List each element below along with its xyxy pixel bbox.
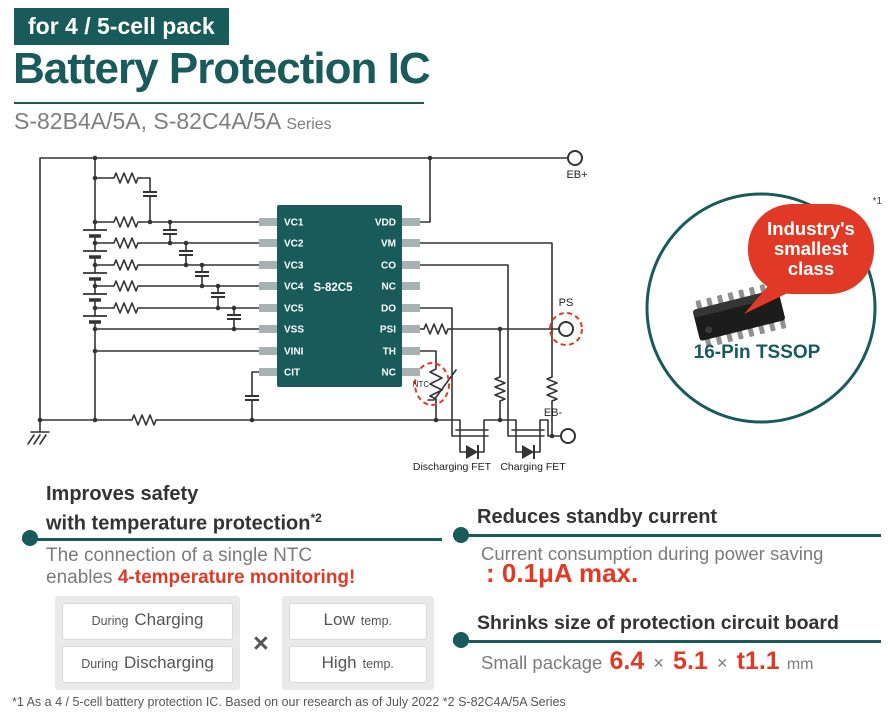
- bubble-line-3: class: [788, 258, 834, 279]
- pin-vc3: VC3: [284, 261, 304, 272]
- terminals: EB+ PS EB-: [544, 150, 588, 444]
- low-temp-box: Low temp.: [288, 603, 427, 640]
- pin-vini: VINI: [284, 347, 304, 358]
- safety-heading: Improves safety with temperature protect…: [46, 482, 322, 536]
- footnote: *1 As a 4 / 5-cell battery protection IC…: [12, 695, 566, 709]
- size-heading: Shrinks size of protection circuit board: [477, 612, 839, 634]
- bubble-line-2: smallest: [774, 238, 848, 259]
- junction-dots: [37, 155, 555, 439]
- body-diodes: [466, 445, 535, 459]
- ntc-thermistor: NTC: [413, 362, 450, 406]
- pin-vc1: VC1: [284, 218, 304, 229]
- charging-fet-label: Charging FET: [500, 461, 566, 473]
- charge-state-box: During Charging During Discharging: [55, 596, 240, 690]
- during-label: During: [91, 614, 129, 628]
- safety-heading-line1: Improves safety: [46, 483, 199, 505]
- temp-label: temp.: [362, 657, 394, 671]
- discharging-label: Discharging: [124, 653, 214, 672]
- safety-heading-note: *2: [310, 511, 322, 525]
- size-dim-1: 6.4: [609, 647, 645, 675]
- safety-rule: [22, 538, 442, 541]
- safety-body: The connection of a single NTC enables 4…: [46, 545, 355, 589]
- ps-terminal: [558, 321, 574, 337]
- high-label: High: [321, 653, 357, 672]
- temp-state-box: Low temp. High temp.: [281, 596, 434, 690]
- resistors: [111, 172, 558, 426]
- pin-vc5: VC5: [284, 304, 304, 315]
- eb-plus-label: EB+: [566, 169, 587, 181]
- safety-body-line2: enables 4-temperature monitoring!: [46, 567, 356, 588]
- industry-smallest-bubble: Industry's smallest class: [744, 204, 874, 314]
- circuit-diagram: NTC: [27, 150, 588, 473]
- pin-nc1: NC: [382, 282, 396, 293]
- standby-rule: [453, 534, 881, 537]
- during-charging-box: During Charging: [62, 603, 233, 640]
- size-prefix: Small package: [481, 652, 603, 673]
- size-unit: mm: [786, 656, 814, 673]
- safety-highlight: 4-temperature monitoring!: [117, 567, 356, 588]
- pin-psi: PSI: [380, 325, 396, 336]
- series-name: S-82B4A/5A, S-82C4A/5A Series: [14, 108, 332, 135]
- pin-co: CO: [381, 261, 396, 272]
- standby-heading: Reduces standby current: [477, 506, 718, 528]
- pin-cit: CIT: [284, 368, 300, 379]
- bubble-line-1: Industry's: [767, 218, 855, 239]
- size-times-2: ×: [716, 653, 728, 673]
- ic-name: S-82C5: [314, 282, 354, 294]
- charging-label: Charging: [134, 610, 204, 629]
- ps-label: PS: [559, 297, 574, 309]
- package-badge: Industry's smallest class *1 16-Pin TSSO…: [645, 192, 883, 424]
- badge-footnote-ref: *1: [873, 196, 883, 207]
- series-number: S-82B4A/5A, S-82C4A/5A: [14, 108, 280, 134]
- discharging-fet-label: Discharging FET: [413, 461, 492, 473]
- high-temp-box: High temp.: [288, 646, 427, 683]
- safety-heading-line2: with temperature protection*2: [46, 511, 322, 535]
- standby-body: Current consumption during power saving: [481, 543, 824, 564]
- circuit-wires: [27, 157, 569, 453]
- package-name: 16-Pin TSSOP: [694, 342, 821, 363]
- capacitors: [143, 191, 259, 401]
- size-dim-3: t1.1: [736, 647, 780, 675]
- eb-minus-terminal: [560, 428, 576, 444]
- title-underline: [14, 102, 424, 104]
- series-suffix: Series: [286, 116, 332, 133]
- size-times-1: ×: [653, 653, 664, 673]
- page-title: Battery Protection IC: [13, 44, 431, 93]
- ic-body: [277, 205, 402, 387]
- pin-vm: VM: [381, 239, 396, 250]
- size-rule: [453, 640, 881, 643]
- standby-value: : 0.1μA max.: [486, 558, 639, 588]
- ic-block: VC1 VC2 VC3 VC4 VC5 VSS VINI CIT VDD VM …: [259, 205, 420, 387]
- size-detail: Small package 6.4 × 5.1 × t1.1 mm: [481, 647, 814, 676]
- eb-minus-label: EB-: [544, 407, 563, 419]
- temperature-matrix: During Charging During Discharging × Low…: [55, 596, 434, 690]
- ps-highlight-circle: [549, 312, 583, 346]
- pin-vdd: VDD: [375, 218, 396, 229]
- ntc-label: NTC: [413, 380, 430, 389]
- during-discharging-box: During Discharging: [62, 646, 233, 683]
- pin-nc2: NC: [382, 368, 396, 379]
- pin-do: DO: [381, 304, 396, 315]
- low-label: Low: [323, 610, 355, 629]
- pack-banner: for 4 / 5-cell pack: [14, 8, 229, 45]
- size-dim-2: 5.1: [673, 647, 708, 675]
- safety-body-line1: The connection of a single NTC: [46, 545, 313, 566]
- temp-label: temp.: [360, 614, 392, 628]
- during-label: During: [81, 657, 119, 671]
- pin-vc2: VC2: [284, 239, 304, 250]
- pin-th: TH: [383, 347, 396, 358]
- matrix-times-sign: ×: [253, 627, 269, 658]
- eb-plus-terminal: [567, 150, 583, 166]
- pin-vc4: VC4: [284, 282, 304, 293]
- pin-vss: VSS: [284, 325, 304, 336]
- battery-cells: [83, 229, 107, 324]
- ntc-highlight-circle: [414, 362, 450, 406]
